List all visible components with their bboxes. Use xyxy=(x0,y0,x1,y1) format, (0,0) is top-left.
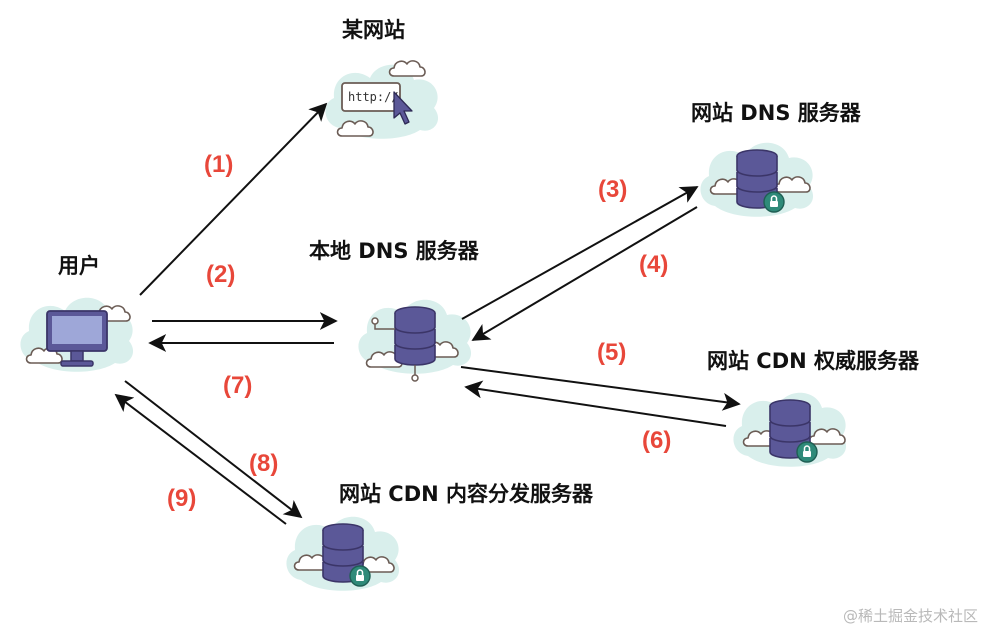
arrow-step-5 xyxy=(460,366,741,411)
website-label: 某网站 xyxy=(342,18,405,42)
arrow-step-3 xyxy=(461,186,699,320)
website-dns-label: 网站 DNS 服务器 xyxy=(691,101,861,125)
user-node xyxy=(20,297,134,372)
lock-icon xyxy=(796,441,818,463)
local-dns-label: 本地 DNS 服务器 xyxy=(309,239,479,263)
cdn-content-label: 网站 CDN 内容分发服务器 xyxy=(339,482,594,506)
website-dns-node xyxy=(700,142,814,217)
monitor-icon xyxy=(46,310,108,367)
step-label-1: (1) xyxy=(204,151,234,178)
arrow-step-6 xyxy=(464,380,727,427)
cdn-authority-node xyxy=(733,392,847,467)
step-label-5: (5) xyxy=(597,339,627,366)
step-label-9: (9) xyxy=(167,485,197,512)
step-label-4: (4) xyxy=(639,251,669,278)
user-label: 用户 xyxy=(58,254,100,278)
step-label-2: (2) xyxy=(206,261,236,288)
arrow-step-9 xyxy=(114,393,287,525)
arrow-step-1 xyxy=(139,102,328,296)
cdn-authority-label: 网站 CDN 权威服务器 xyxy=(707,349,920,373)
browser-cloud-icon: http:// xyxy=(341,82,413,125)
arrow-step-4 xyxy=(471,206,698,341)
step-label-6: (6) xyxy=(642,427,672,454)
lock-icon xyxy=(349,565,371,587)
flow-arrows xyxy=(114,102,741,525)
database-server-icon xyxy=(394,306,436,366)
lock-icon xyxy=(763,191,785,213)
website-node: http:// xyxy=(325,60,439,139)
cdn-content-node xyxy=(286,516,400,591)
local-dns-node xyxy=(358,299,472,382)
step-label-3: (3) xyxy=(598,176,628,203)
step-label-7: (7) xyxy=(223,372,253,399)
step-label-8: (8) xyxy=(249,450,279,477)
browser-url-text: http:// xyxy=(348,90,399,104)
watermark: @稀土掘金技术社区 xyxy=(842,607,978,625)
arrow-step-8 xyxy=(124,380,303,519)
